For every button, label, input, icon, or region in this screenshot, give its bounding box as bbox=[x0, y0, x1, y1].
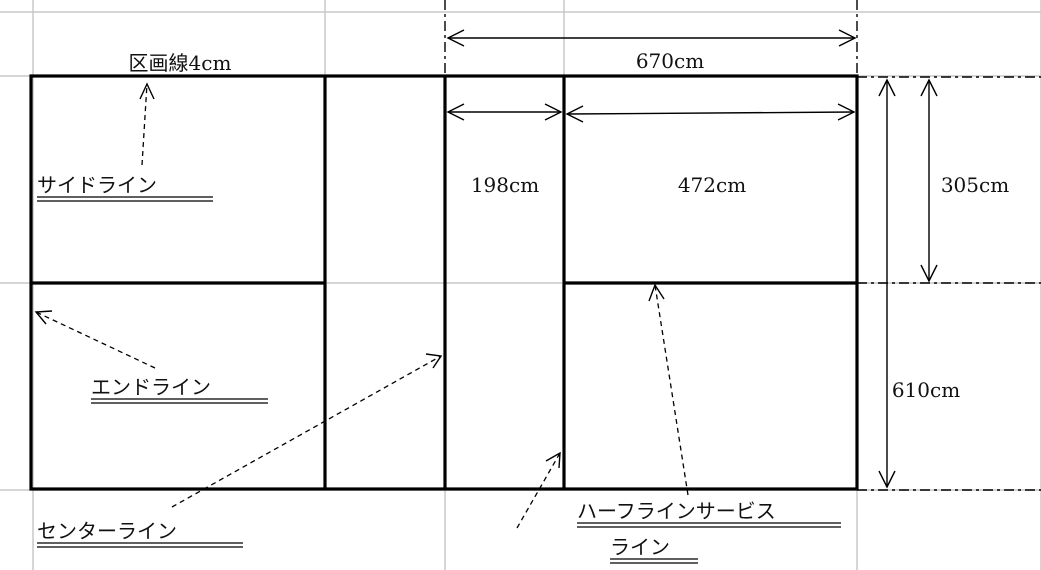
arrow-472 bbox=[565, 103, 856, 123]
arrow-198 bbox=[446, 103, 563, 121]
arrow-305 bbox=[920, 78, 938, 283]
leader-half-service bbox=[648, 283, 689, 496]
arrow-670 bbox=[446, 29, 857, 47]
leader-center-line bbox=[171, 353, 443, 508]
half-service-line-label-2: ライン bbox=[610, 535, 670, 559]
dim-198-label: 198cm bbox=[471, 173, 539, 197]
leader-arrows bbox=[34, 82, 689, 529]
half-service-line-label-1: ハーフラインサービス bbox=[577, 499, 776, 523]
center-line-label: センターライン bbox=[37, 519, 177, 543]
leader-short-service bbox=[516, 451, 561, 529]
dim-305-label: 305cm bbox=[941, 173, 1009, 197]
dim-472-label: 472cm bbox=[678, 173, 746, 197]
leader-end-line bbox=[34, 310, 156, 369]
leader-line-width bbox=[139, 82, 155, 166]
extension-lines bbox=[444, 0, 1041, 491]
arrow-610 bbox=[878, 78, 896, 489]
dim-670-label: 670cm bbox=[636, 49, 704, 73]
end-line-label: エンドライン bbox=[91, 375, 211, 399]
dim-610-label: 610cm bbox=[892, 378, 960, 402]
side-line-label: サイドライン bbox=[37, 173, 157, 197]
court-lines bbox=[29, 74, 859, 491]
line-width-label: 区画線4cm bbox=[129, 51, 232, 75]
dimension-arrows bbox=[446, 29, 938, 489]
